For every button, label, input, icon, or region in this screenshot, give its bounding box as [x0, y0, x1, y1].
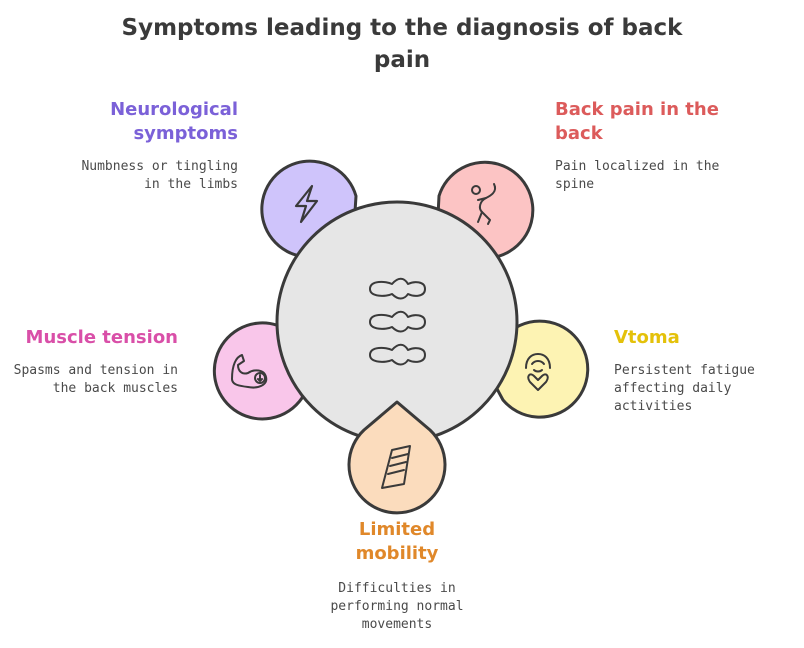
spine-vertebrae-icon — [369, 277, 426, 366]
center-hub — [275, 200, 519, 444]
vtoma-description: Persistent fatigue affecting daily activ… — [614, 363, 755, 414]
limited-mobility-node — [347, 400, 447, 515]
tired-face-icon — [525, 353, 551, 391]
muscle-tension-description: Spasms and tension in the back muscles — [13, 363, 178, 396]
vtoma-heading: Vtoma — [614, 327, 680, 348]
lightning-icon — [294, 184, 319, 224]
limited-mobility-heading: Limited mobility — [355, 519, 439, 564]
neurological-heading: Neurological symptoms — [110, 99, 238, 144]
neurological-description: Numbness or tingling in the limbs — [81, 159, 238, 192]
stretching-person-icon — [471, 183, 496, 225]
bandage-icon — [381, 445, 411, 489]
limited-mobility-description: Difficulties in performing normal moveme… — [330, 581, 464, 632]
diagram-title: Symptoms leading to the diagnosis of bac… — [121, 15, 683, 73]
back-pain-heading: Back pain in the back — [555, 99, 719, 144]
flexed-arm-icon — [231, 354, 268, 389]
muscle-tension-heading: Muscle tension — [25, 327, 178, 348]
back-pain-description: Pain localized in the spine — [555, 159, 720, 192]
